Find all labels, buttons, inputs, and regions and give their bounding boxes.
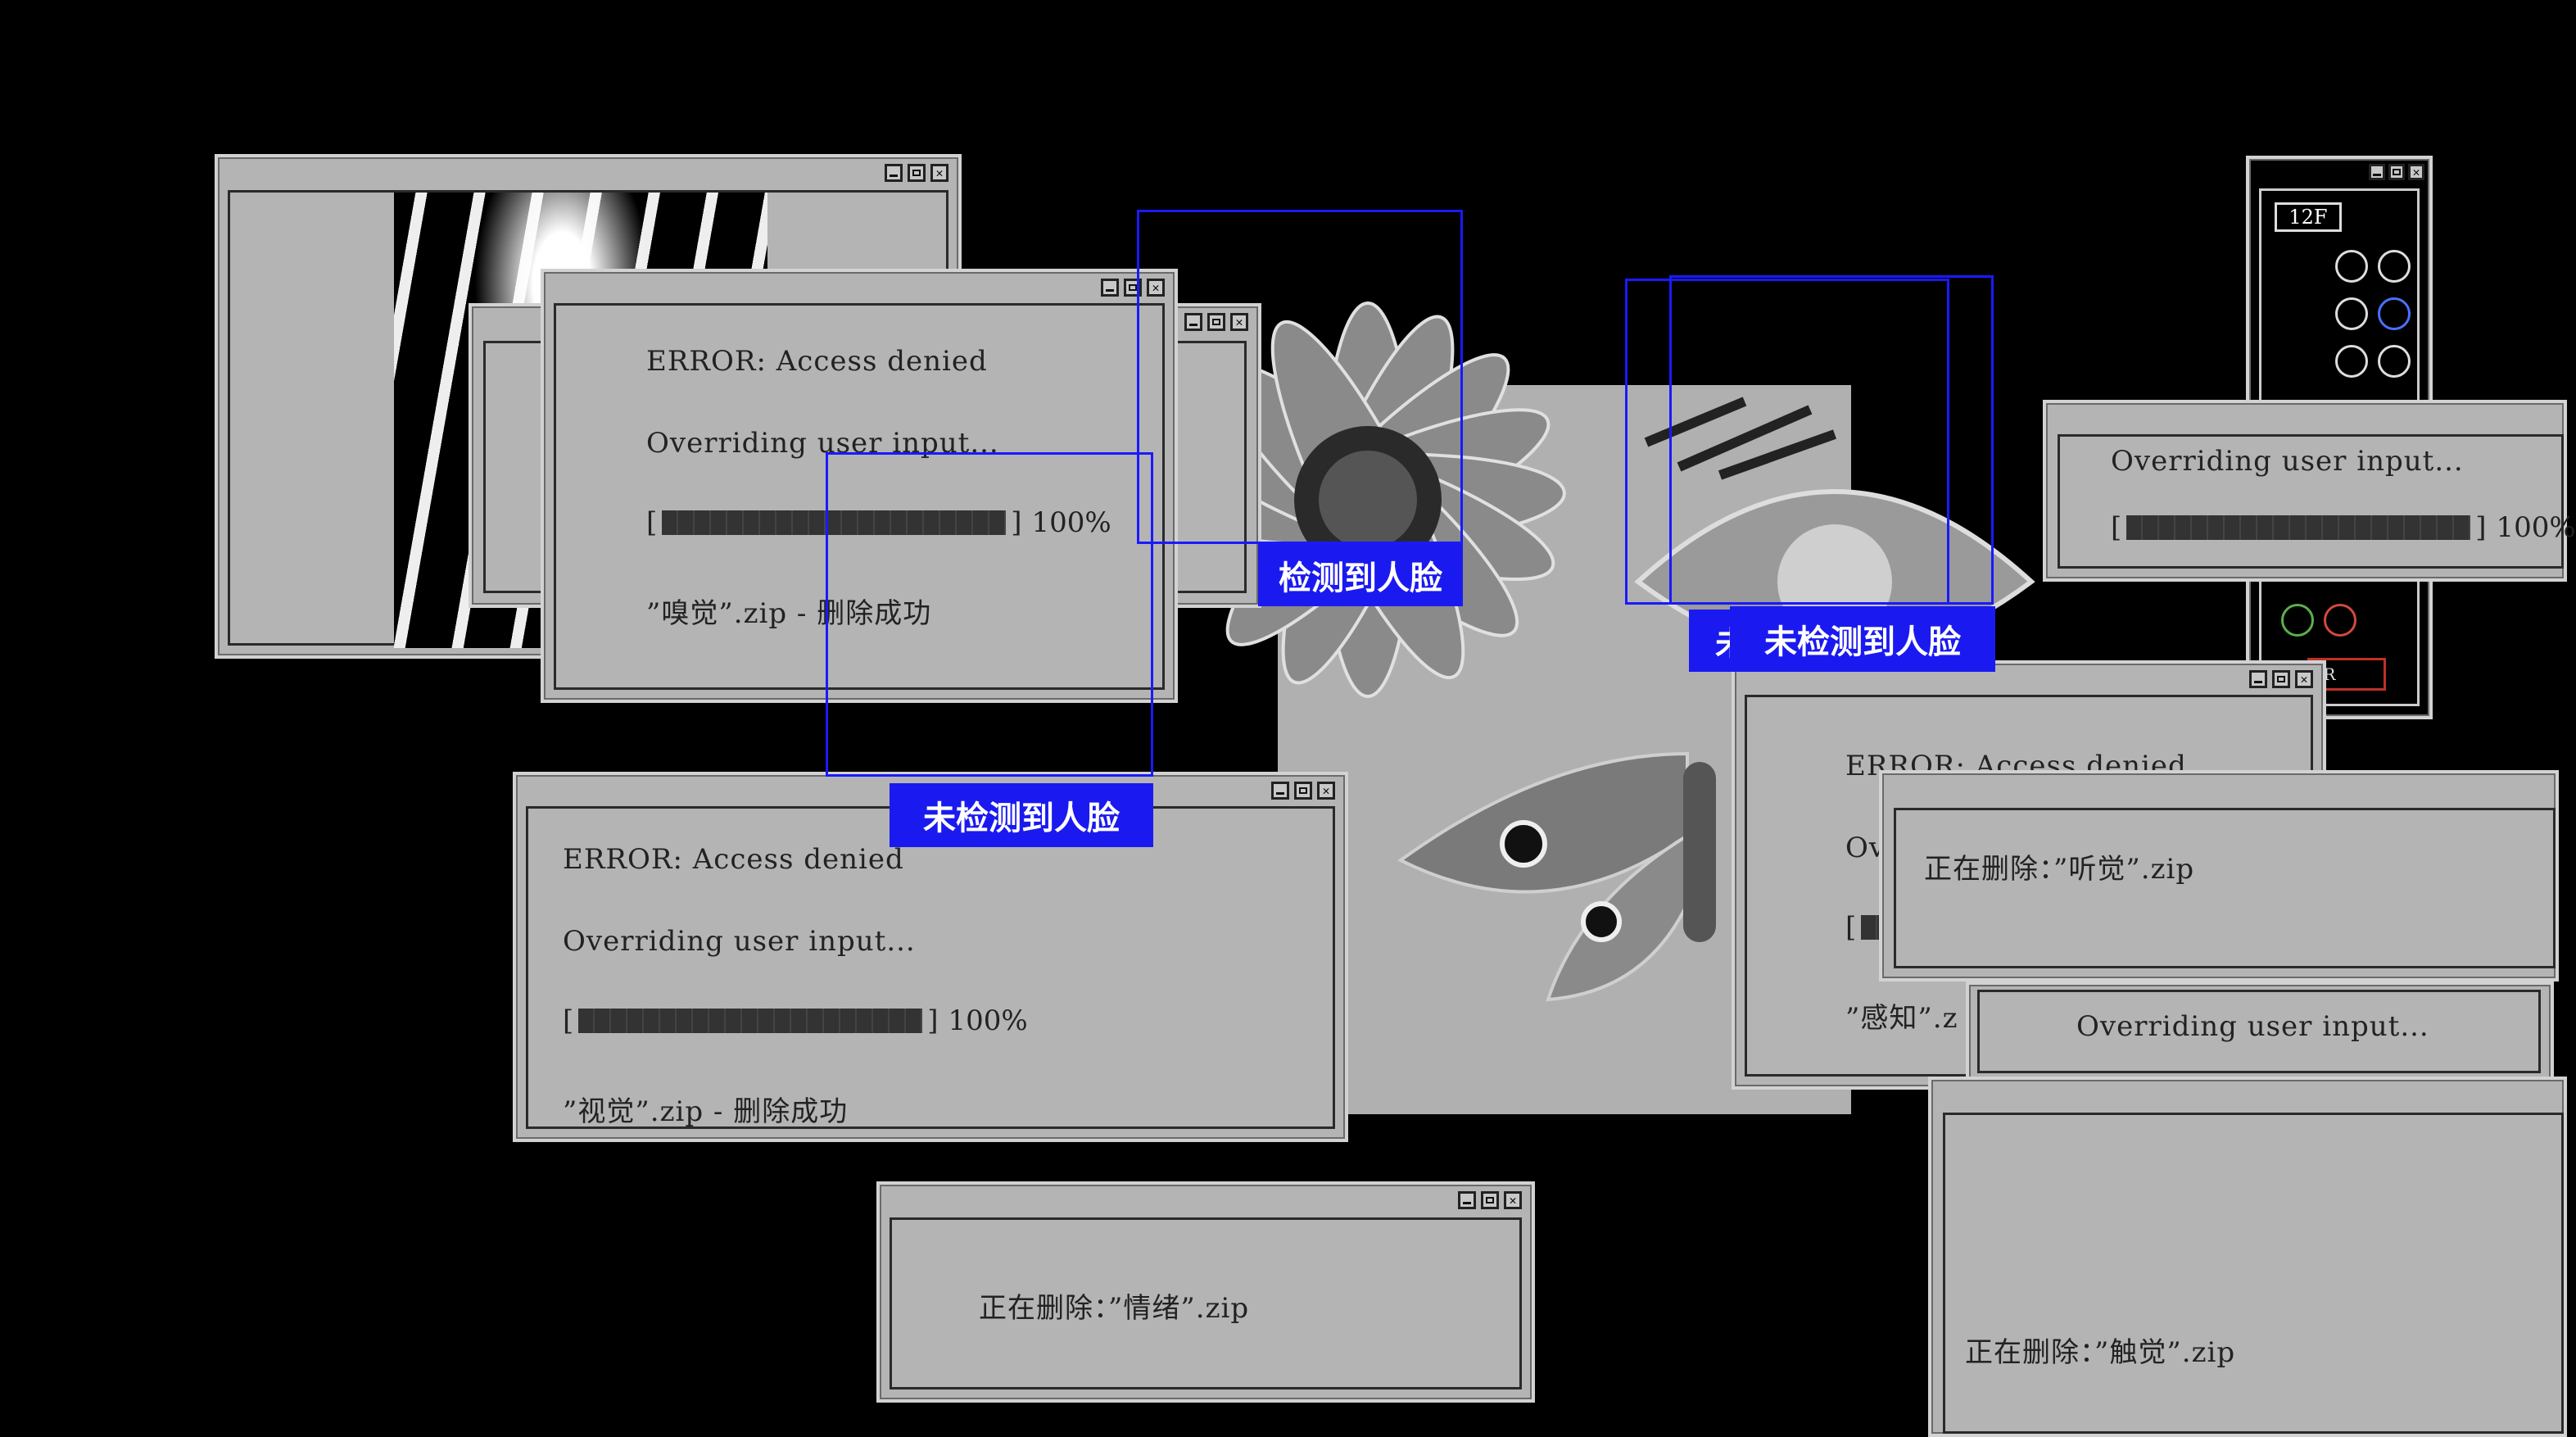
window-controls [2249,670,2313,688]
minimize-icon[interactable] [2249,670,2267,688]
close-icon[interactable] [1147,279,1165,297]
close-icon[interactable] [930,164,948,182]
floor-button[interactable] [2335,250,2368,283]
close-icon[interactable] [1230,313,1248,331]
delete-window-hearing: 正在删除：”听觉”.zip [1879,770,2559,981]
window-controls [1458,1191,1522,1209]
window-body: 正在删除：”触觉”.zip [1943,1113,2564,1434]
progress-bar: [] 100% [646,506,1111,539]
floor-button[interactable] [2335,345,2368,378]
override-window-small: Overriding user input... [1966,981,2554,1081]
maximize-icon[interactable] [1294,782,1312,800]
window-body: Overriding user input... [1977,990,2541,1073]
error-message: ERROR: Access denied [563,843,904,876]
window-controls [1101,279,1165,297]
close-icon[interactable] [2408,164,2424,180]
error-window-smell: ERROR: Access denied Overriding user inp… [541,269,1178,703]
minimize-icon[interactable] [1184,313,1202,331]
deleting-message: 正在删除：”情绪”.zip [979,1292,1250,1325]
floor-button-active[interactable] [2378,297,2411,330]
floor-button[interactable] [2378,250,2411,283]
window-controls [1271,782,1335,800]
open-door-button[interactable] [2281,604,2314,637]
minimize-icon[interactable] [885,164,903,182]
face-detected-tag: 检测到人脸 [1258,544,1463,606]
progress-percent: 100% [948,1004,1028,1037]
deleting-message: 正在删除：”触觉”.zip [1965,1336,2236,1369]
face-detection-box [826,452,1153,777]
progress-bar: [] 100% [2111,511,2576,544]
floor-display: 12F [2275,202,2342,232]
status-message: Overriding user input... [2111,445,2464,478]
status-message: Overriding user input... [563,925,916,958]
progress-fill [578,1009,923,1033]
window-body: ERROR: Access denied Overriding user inp… [526,806,1335,1129]
face-detection-box [1669,275,1994,605]
result-message: ”感知”.z [1845,1002,1958,1035]
close-icon[interactable] [1504,1191,1522,1209]
window-controls [885,164,948,182]
window-body: 正在删除：”听觉”.zip [1894,808,2556,968]
status-message: Overriding user input... [2076,1010,2429,1043]
close-door-button[interactable] [2324,604,2356,637]
floor-button[interactable] [2335,297,2368,330]
progress-percent: 100% [2496,511,2576,544]
delete-window-emotion: 正在删除：”情绪”.zip [876,1181,1535,1403]
result-message: ”视觉”.zip - 删除成功 [563,1095,849,1128]
no-face-tag: 未检测到人脸 [1730,606,1995,672]
floor-button[interactable] [2378,345,2411,378]
minimize-icon[interactable] [2369,164,2385,180]
face-detection-box [1137,210,1463,544]
progress-fill [662,510,1007,535]
window-body: ERROR: Access denied Overriding user inp… [554,303,1165,690]
progress-fill [2126,515,2471,540]
error-message: ERROR: Access denied [646,345,988,378]
maximize-icon[interactable] [1207,313,1225,331]
maximize-icon[interactable] [908,164,926,182]
close-icon[interactable] [2295,670,2313,688]
result-message: ”嗅觉”.zip - 删除成功 [646,597,932,630]
progress-percent: 100% [1031,506,1111,539]
window-body: 正在删除：”情绪”.zip [890,1217,1522,1389]
maximize-icon[interactable] [1481,1191,1499,1209]
no-face-tag: 未检测到人脸 [890,783,1153,847]
window-controls [2369,164,2424,180]
minimize-icon[interactable] [1101,279,1119,297]
maximize-icon[interactable] [2388,164,2405,180]
deleting-message: 正在删除：”听觉”.zip [1924,853,2195,886]
minimize-icon[interactable] [1458,1191,1476,1209]
window-controls [1184,313,1248,331]
delete-window-touch: 正在删除：”触觉”.zip [1928,1077,2567,1437]
override-window-top-right: Overriding user input... [] 100% [2043,400,2576,582]
minimize-icon[interactable] [1271,782,1289,800]
moth-illustration [1397,751,1716,1002]
window-body: Overriding user input... [] 100% [2058,434,2576,569]
progress-bar: [] 100% [563,1004,1028,1037]
maximize-icon[interactable] [2272,670,2290,688]
close-icon[interactable] [1317,782,1335,800]
